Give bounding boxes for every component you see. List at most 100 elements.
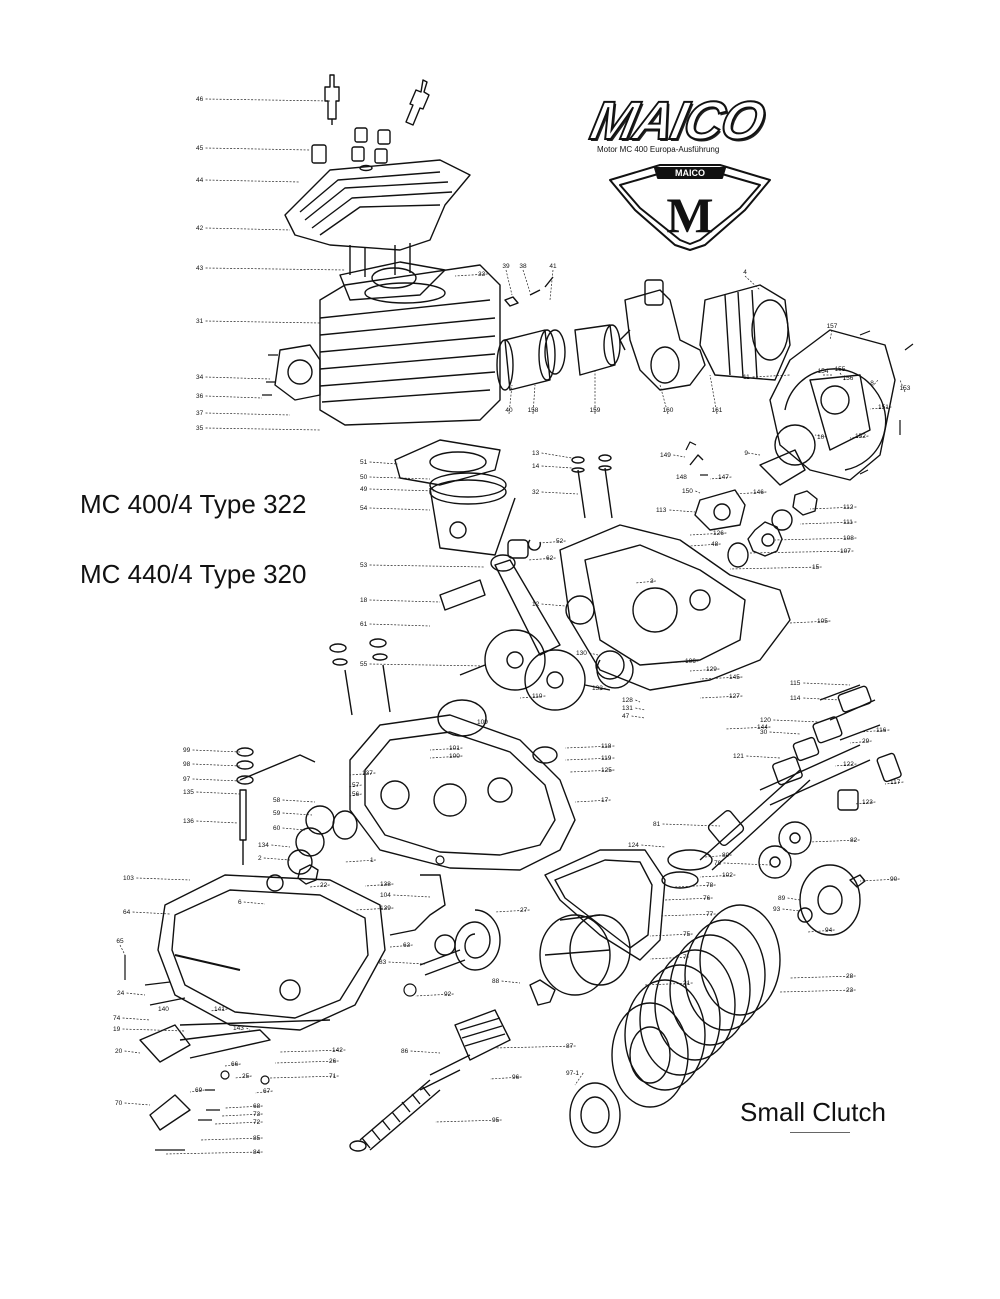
leader-line: [354, 907, 394, 911]
main-shaft: [661, 769, 811, 889]
leader-line: [709, 476, 732, 480]
leader-line: [541, 465, 573, 469]
leader-line: [829, 329, 833, 341]
leader-line: [549, 269, 554, 301]
leader-line: [519, 695, 546, 699]
leader-line: [564, 757, 615, 761]
leader-line: [649, 956, 689, 960]
model-caption-1: MC 400/4 Type 322: [80, 489, 307, 519]
leader-line: [814, 434, 827, 438]
part-label: 154: [818, 368, 829, 375]
part-label: 70: [115, 1100, 123, 1107]
part-label: 140: [158, 1006, 169, 1013]
leader-line: [709, 374, 718, 415]
part-label: 24: [117, 990, 125, 997]
leader-line: [369, 599, 441, 603]
leader-line: [429, 747, 463, 751]
part-label: 75: [683, 931, 691, 938]
leader-line: [126, 992, 146, 996]
part-label: 97-1: [566, 1070, 579, 1077]
leader-line: [494, 1045, 576, 1049]
part-label: 153: [900, 385, 911, 392]
part-label: 4: [743, 269, 747, 276]
leader-line: [393, 894, 431, 898]
leader-line: [734, 491, 767, 495]
part-label: 87: [566, 1043, 574, 1050]
part-label: 72: [253, 1119, 261, 1126]
leader-line: [673, 454, 686, 458]
leader-line: [729, 566, 822, 570]
leader-line: [564, 745, 615, 749]
part-label: 47: [622, 713, 630, 720]
leader-line: [664, 897, 713, 901]
part-label: 58: [273, 797, 281, 804]
leader-line: [662, 823, 721, 827]
part-label: 60: [273, 825, 281, 832]
leader-line: [849, 435, 869, 439]
leader-line: [282, 812, 313, 816]
part-label: 84: [253, 1149, 261, 1156]
part-label: 52: [556, 538, 564, 545]
leader-line: [779, 989, 856, 993]
leader-line: [269, 1075, 339, 1079]
part-label: 46: [196, 96, 204, 103]
stator-components: [689, 449, 806, 531]
leader-line: [349, 772, 376, 776]
part-label: 43: [196, 265, 204, 272]
part-label: 97: [183, 776, 191, 783]
part-label: 89: [778, 895, 786, 902]
leader-line: [689, 532, 727, 536]
cap-nuts: [311, 127, 391, 172]
cylinder-barrel: [274, 264, 501, 426]
leader-line: [274, 1060, 339, 1064]
part-label: 33: [478, 271, 486, 278]
part-label: 13: [532, 450, 540, 457]
maico-logo-wordmark: MAICO: [585, 90, 770, 152]
leader-line: [859, 729, 890, 733]
part-label: 32: [532, 489, 540, 496]
leader-line: [635, 707, 646, 711]
leader-line: [388, 961, 426, 965]
leader-line: [849, 740, 872, 744]
part-label: 63: [403, 942, 411, 949]
part-label: 35: [196, 425, 204, 432]
part-label: 128: [622, 697, 633, 704]
clutch-side-cover: [157, 874, 386, 1031]
part-label: 45: [196, 145, 204, 152]
leader-line: [369, 476, 431, 480]
leader-line: [136, 877, 191, 881]
kickstart-spring: [419, 909, 501, 976]
part-label: 59: [273, 810, 281, 817]
lower-studs: [329, 638, 391, 716]
leader-line: [369, 564, 486, 568]
part-label: 134: [258, 842, 269, 849]
part-label: 149: [660, 452, 671, 459]
leader-line: [282, 827, 306, 831]
part-label: 30: [760, 729, 768, 736]
part-label: 64: [123, 909, 131, 916]
part-label: 109: [477, 719, 488, 726]
part-label: 80: [722, 852, 730, 859]
small-hardware: [124, 330, 914, 1151]
badge-letter: M: [666, 187, 713, 243]
leader-line: [809, 839, 860, 843]
part-label: 34: [196, 374, 204, 381]
part-label: 15: [812, 564, 820, 571]
leader-line: [527, 557, 556, 561]
part-label: 2: [258, 855, 262, 862]
leader-line: [532, 384, 536, 415]
primary-chain-and-basket: [529, 849, 666, 1006]
spark-plug-pair: [324, 74, 430, 126]
leader-line: [122, 1028, 186, 1032]
leader-line: [522, 269, 531, 293]
piston: [429, 472, 542, 559]
leader-line: [369, 461, 399, 465]
part-label: 53: [360, 562, 368, 569]
leader-line: [803, 682, 851, 686]
leader-line: [414, 993, 454, 997]
leader-line: [489, 1076, 522, 1080]
part-label: 12: [532, 601, 540, 608]
leader-line: [659, 913, 716, 917]
leader-line: [434, 1119, 502, 1123]
part-label: 71: [329, 1073, 337, 1080]
